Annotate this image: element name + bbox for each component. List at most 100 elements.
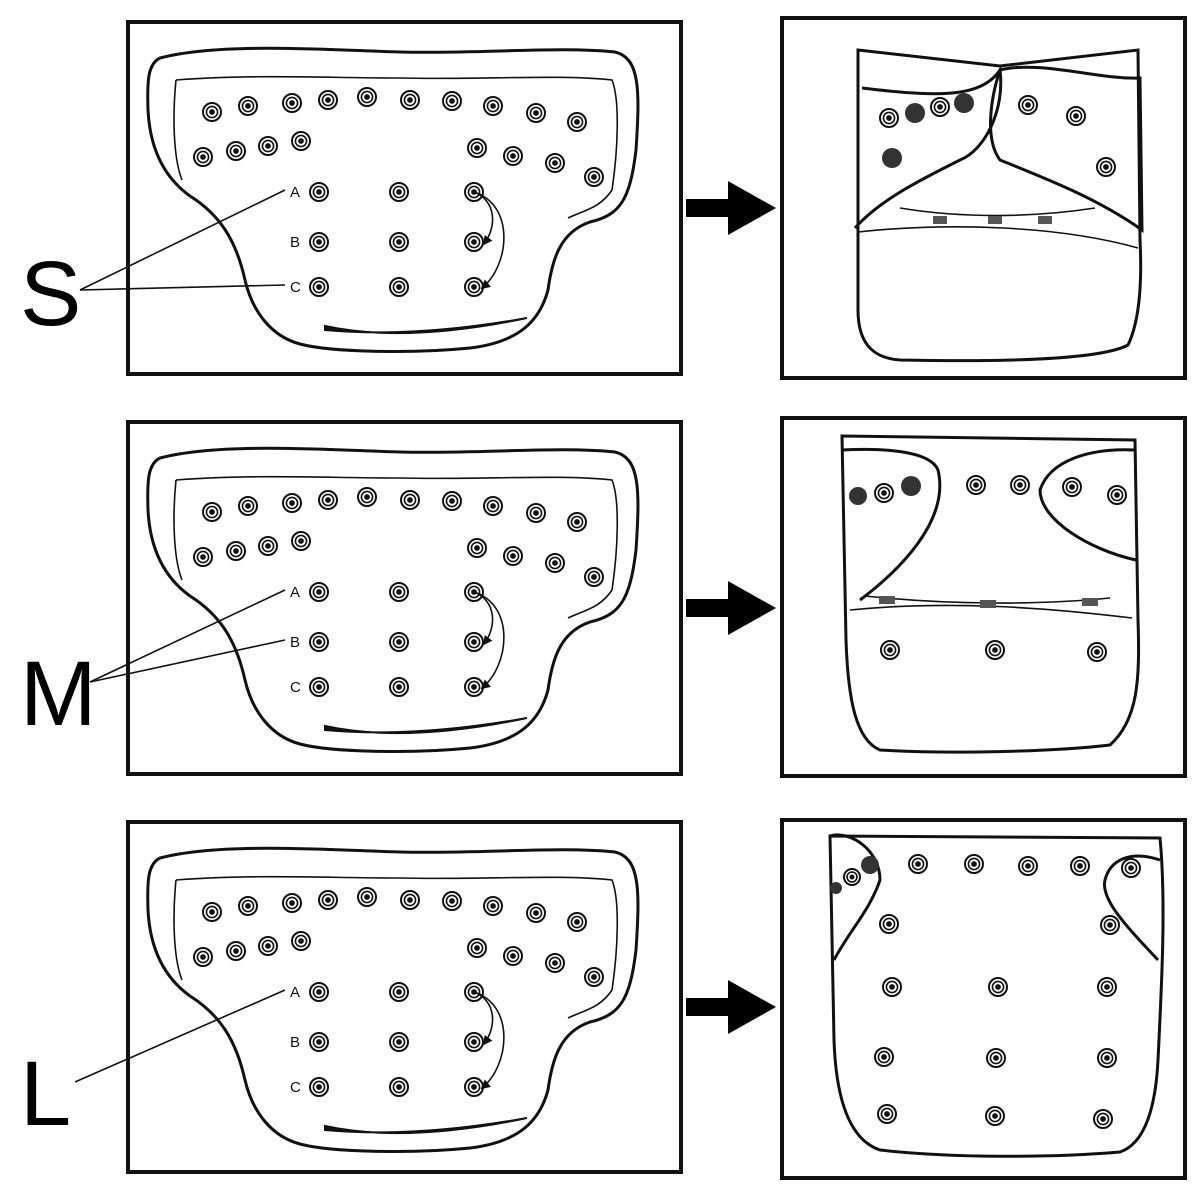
snap-icon <box>467 938 487 958</box>
closed-diaper-frame <box>780 416 1187 778</box>
snap-icon <box>467 138 487 158</box>
snap-icon <box>309 182 329 202</box>
right-arrow-icon <box>686 181 776 235</box>
snap-icon <box>389 677 409 697</box>
elastic-band <box>324 1117 528 1134</box>
filled-snap-icon <box>905 103 925 123</box>
filled-snap-icon <box>901 476 921 496</box>
snap-icon <box>389 582 409 602</box>
closed-diaper <box>853 48 1144 363</box>
snap-icon <box>985 1106 1005 1126</box>
elastic-band <box>324 717 528 734</box>
snap-icon <box>503 946 523 966</box>
snap-icon <box>291 131 311 151</box>
row-label-b: B <box>290 234 300 251</box>
snap-icon <box>202 502 222 522</box>
snap-icon <box>291 931 311 951</box>
snap-icon <box>879 108 899 128</box>
snap-icon <box>1121 858 1141 878</box>
snap-icon <box>464 277 484 297</box>
snap-icon <box>238 496 258 516</box>
diaper-outer-outline <box>146 846 640 1153</box>
snap-icon <box>309 1077 329 1097</box>
snap-icon <box>442 891 462 911</box>
snap-icon <box>442 91 462 111</box>
curved-arrow-icon <box>473 191 505 290</box>
snap-icon <box>193 147 213 167</box>
diaper-inner-outline <box>175 875 619 1019</box>
snap-icon <box>1070 856 1090 876</box>
filled-snap-icon <box>830 882 842 894</box>
snap-icon <box>258 536 278 556</box>
snap-icon <box>309 677 329 697</box>
snap-icon <box>503 546 523 566</box>
snap-icon <box>1066 106 1086 126</box>
snap-icon <box>1096 157 1116 177</box>
snap-icon <box>980 600 996 608</box>
snap-icon <box>503 146 523 166</box>
snap-icon <box>966 475 986 495</box>
snap-icon <box>986 1048 1006 1068</box>
open-diaper: ABC <box>146 846 640 1153</box>
snap-icon <box>309 582 329 602</box>
snap-icon <box>988 216 1002 224</box>
snap-icon <box>309 277 329 297</box>
snap-icon <box>1018 856 1038 876</box>
snap-icon <box>933 216 947 224</box>
snap-icon <box>318 90 338 110</box>
snap-icon <box>309 1032 329 1052</box>
snap-icon <box>464 677 484 697</box>
filled-snap-icon <box>954 93 974 113</box>
snap-icon <box>584 567 604 587</box>
snap-icon <box>282 493 302 513</box>
snap-icon <box>1093 1109 1113 1129</box>
right-arrow-icon <box>686 980 776 1034</box>
snap-icon <box>464 1032 484 1052</box>
filled-snap-icon <box>861 856 879 874</box>
filled-snap-icon <box>882 148 902 168</box>
snap-icon <box>567 512 587 532</box>
snap-icon <box>238 896 258 916</box>
size-label: M <box>20 643 97 745</box>
snap-icon <box>258 136 278 156</box>
snap-icon <box>545 153 565 173</box>
pointer-line <box>89 589 286 683</box>
snap-icon <box>1097 977 1117 997</box>
snap-icon <box>879 914 899 934</box>
snap-icon <box>464 632 484 652</box>
snap-icon <box>400 890 420 910</box>
snap-icon <box>309 982 329 1002</box>
snap-icon <box>882 977 902 997</box>
row-label-c: C <box>290 279 301 296</box>
snap-icon <box>843 868 861 886</box>
snap-icon <box>879 596 895 604</box>
snap-icon <box>545 953 565 973</box>
snap-icon <box>291 531 311 551</box>
snap-icon <box>258 936 278 956</box>
pointer-line <box>74 989 286 1083</box>
snap-icon <box>877 1104 897 1124</box>
row-label-a: A <box>290 184 300 201</box>
snap-icon <box>389 182 409 202</box>
curved-arrow-icon <box>473 591 505 690</box>
diaper-inner-outline <box>175 75 619 219</box>
snap-icon <box>226 941 246 961</box>
row-label-a: A <box>290 584 300 601</box>
snap-icon <box>389 1032 409 1052</box>
snap-icon <box>226 541 246 561</box>
snap-icon <box>483 896 503 916</box>
snap-icon <box>389 632 409 652</box>
snap-icon <box>389 982 409 1002</box>
pointer-line <box>89 639 286 683</box>
snap-icon <box>874 483 894 503</box>
snap-icon <box>309 232 329 252</box>
snap-icon <box>202 902 222 922</box>
snap-icon <box>400 490 420 510</box>
snap-icon <box>526 503 546 523</box>
snap-icon <box>309 632 329 652</box>
snap-icon <box>193 547 213 567</box>
